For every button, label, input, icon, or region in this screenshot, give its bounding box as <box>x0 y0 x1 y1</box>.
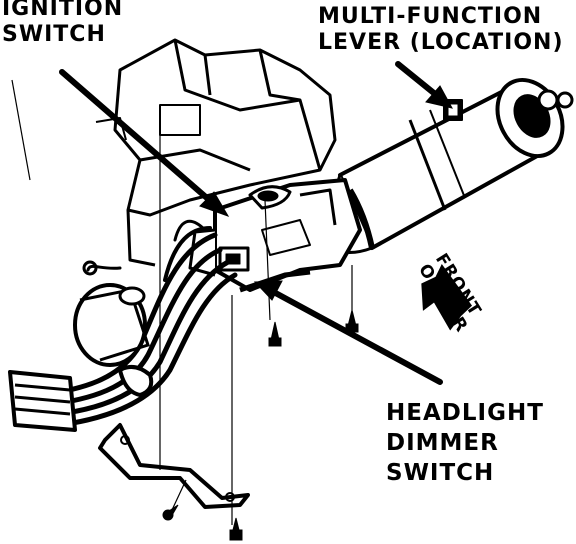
steering-column <box>318 77 574 254</box>
screw-icons <box>162 309 359 541</box>
headlight-dimmer-label-line2: DIMMER <box>386 430 499 456</box>
screw-icon <box>162 504 179 521</box>
multi-function-leader <box>395 61 443 101</box>
multi-function-arrowhead <box>425 85 453 109</box>
headlight-dimmer-arrowhead <box>253 280 283 301</box>
headlight-dimmer-label-line1: HEADLIGHT <box>386 400 544 426</box>
front-of-car-arrow-icon <box>421 264 473 331</box>
canister <box>73 283 150 367</box>
lower-bracket <box>98 423 250 509</box>
headlight-dimmer-label-line3: SWITCH <box>386 460 495 486</box>
switch-housing <box>188 178 362 293</box>
callout-arrows <box>59 61 453 385</box>
screw-icon <box>268 321 282 347</box>
ignition-switch-leader <box>59 69 218 208</box>
guide-lines <box>11 79 353 525</box>
ignition-switch-label-line1: IGNITION <box>2 0 124 21</box>
connector-block <box>8 364 154 432</box>
headlight-dimmer-leader <box>267 287 443 385</box>
multi-function-lever-label: MULTI-FUNCTION LEVER (LOCATION) <box>318 4 564 56</box>
ignition-switch-arrowhead <box>199 191 230 217</box>
screw-icon <box>229 517 243 541</box>
headlight-dimmer-switch-label: HEADLIGHT DIMMER SWITCH <box>386 398 544 488</box>
ignition-switch-label: IGNITION SWITCH <box>2 0 123 48</box>
multi-function-lever-label-line2: LEVER (LOCATION) <box>318 30 564 55</box>
multi-function-lever-label-line1: MULTI-FUNCTION <box>318 4 543 29</box>
ignition-switch-label-line2: SWITCH <box>2 22 106 47</box>
